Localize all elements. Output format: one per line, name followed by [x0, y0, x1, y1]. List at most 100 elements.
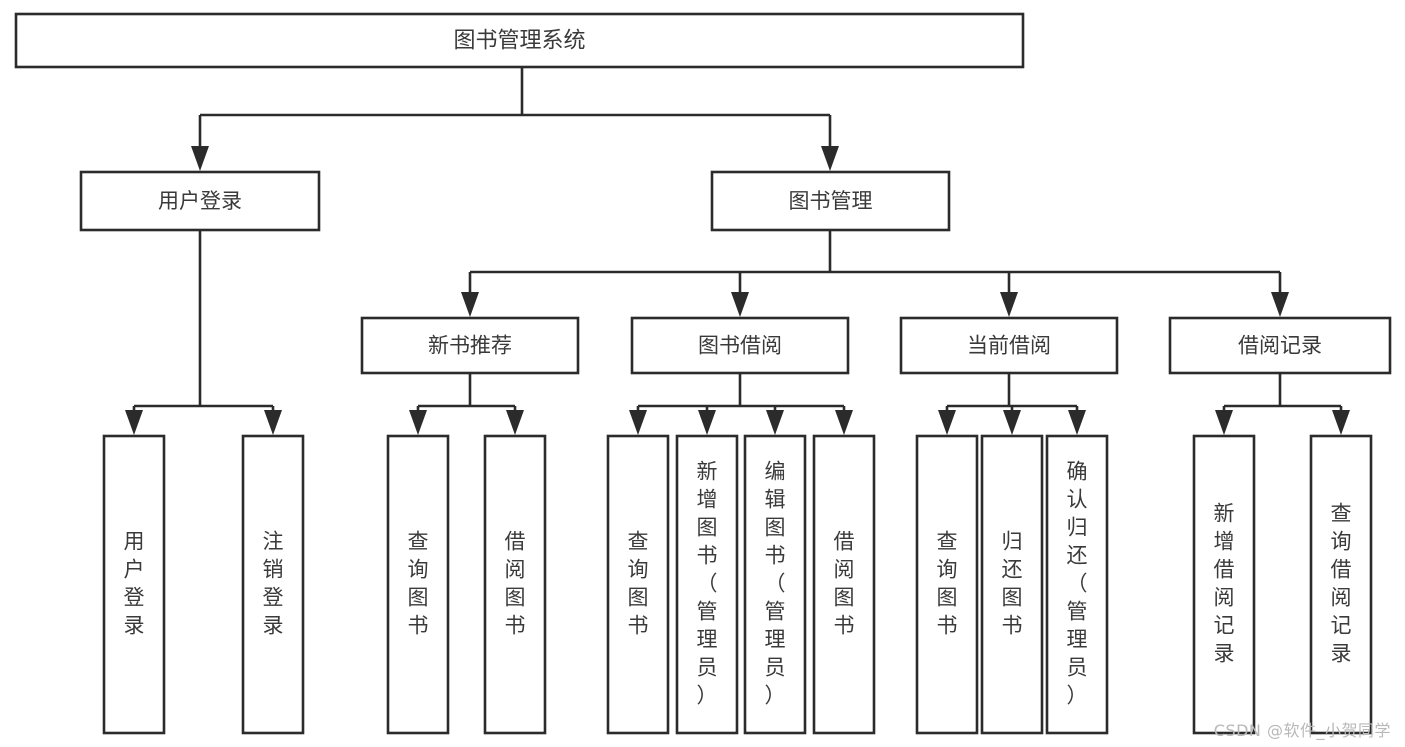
- node-box[interactable]: [241, 434, 305, 735]
- node-box[interactable]: [743, 434, 807, 735]
- arrow-head-icon: [938, 410, 956, 435]
- arrow-head-icon: [1068, 410, 1086, 435]
- node-label-char: 还: [1002, 558, 1023, 582]
- node-bookmgmt[interactable]: 图书管理: [710, 170, 951, 232]
- node-label-char: 借: [1214, 558, 1235, 582]
- connector-group: [461, 230, 1289, 317]
- node-label-char: 书: [505, 614, 526, 638]
- node-label-char: 理: [1067, 628, 1088, 652]
- node-label: 借阅记录: [1238, 334, 1322, 358]
- node-box[interactable]: [1309, 434, 1373, 735]
- node-box[interactable]: [14, 12, 1025, 69]
- node-borrow[interactable]: 图书借阅: [630, 316, 850, 375]
- node-box[interactable]: [360, 316, 580, 375]
- node-box[interactable]: [102, 434, 166, 735]
- node-label-char: 员: [1067, 656, 1088, 680]
- node-record[interactable]: 借阅记录: [1168, 316, 1392, 375]
- node-newbook[interactable]: 新书推荐: [360, 316, 580, 375]
- node-label-char: 书: [1002, 614, 1023, 638]
- connector-layer: [125, 67, 1350, 435]
- node-label-char: 书: [408, 614, 429, 638]
- node-box[interactable]: [1045, 434, 1109, 735]
- node-box[interactable]: [1168, 316, 1392, 375]
- leaf-node[interactable]: 用户登录: [102, 434, 166, 735]
- node-label-char: 增: [697, 488, 718, 512]
- node-label-char: 查: [628, 530, 649, 554]
- node-label-char: 图: [628, 586, 649, 610]
- arrow-head-icon: [1332, 410, 1350, 435]
- node-label-char: 理: [765, 628, 786, 652]
- node-label-char: 确: [1067, 460, 1088, 484]
- node-label-char: 图: [1002, 586, 1023, 610]
- node-box[interactable]: [1192, 434, 1256, 735]
- node-label-char: 询: [1331, 530, 1352, 554]
- node-current[interactable]: 当前借阅: [899, 316, 1119, 375]
- arrow-head-icon: [1003, 410, 1021, 435]
- node-box[interactable]: [980, 434, 1044, 735]
- node-label-char: ）: [697, 684, 718, 708]
- node-label-char: 询: [408, 558, 429, 582]
- node-root[interactable]: 图书管理系统: [14, 12, 1025, 69]
- arrow-head-icon: [461, 292, 479, 317]
- node-label-char: 新: [1214, 502, 1235, 526]
- node-label-char: （: [697, 572, 718, 596]
- node-label-char: 书: [834, 614, 855, 638]
- node-box[interactable]: [675, 434, 739, 735]
- node-label-char: 阅: [1214, 586, 1235, 610]
- node-label-char: 增: [1214, 530, 1235, 554]
- node-box[interactable]: [606, 434, 670, 735]
- node-login[interactable]: 用户登录: [79, 170, 321, 232]
- node-box[interactable]: [899, 316, 1119, 375]
- node-label-char: 录: [1214, 642, 1235, 666]
- node-box[interactable]: [915, 434, 979, 735]
- node-label-char: 户: [124, 558, 145, 582]
- node-box[interactable]: [812, 434, 876, 735]
- node-label: 图书借阅: [698, 334, 782, 358]
- arrow-head-icon: [835, 410, 853, 435]
- node-label-char: 借: [505, 530, 526, 554]
- connector-group: [629, 373, 853, 435]
- node-label-char: 图: [834, 586, 855, 610]
- node-label-char: 阅: [834, 558, 855, 582]
- node-label-char: 用: [124, 530, 145, 554]
- node-label: 用户登录: [158, 189, 242, 213]
- node-label-char: 销: [263, 558, 284, 582]
- node-label-char: 员: [765, 656, 786, 680]
- node-label-char: 员: [697, 656, 718, 680]
- node-label-char: 书: [697, 544, 718, 568]
- arrow-head-icon: [125, 410, 143, 435]
- node-box[interactable]: [483, 434, 547, 735]
- node-label-char: 录: [1331, 642, 1352, 666]
- node-label-char: 图: [408, 586, 429, 610]
- node-box[interactable]: [79, 170, 321, 232]
- node-label-char: 登: [263, 586, 284, 610]
- node-label-char: 阅: [1331, 586, 1352, 610]
- node-label-char: 记: [1214, 614, 1235, 638]
- node-box[interactable]: [630, 316, 850, 375]
- node-label-char: 借: [834, 530, 855, 554]
- node-box[interactable]: [710, 170, 951, 232]
- node-label-char: 书: [765, 544, 786, 568]
- node-label-char: 管: [1067, 600, 1088, 624]
- node-label-char: 图: [505, 586, 526, 610]
- arrow-head-icon: [731, 292, 749, 317]
- node-box[interactable]: [386, 434, 450, 735]
- connector-group: [1215, 373, 1350, 435]
- node-label-char: 图: [937, 586, 958, 610]
- node-label-char: 书: [937, 614, 958, 638]
- node-label-char: （: [765, 572, 786, 596]
- node-label-char: 图: [765, 516, 786, 540]
